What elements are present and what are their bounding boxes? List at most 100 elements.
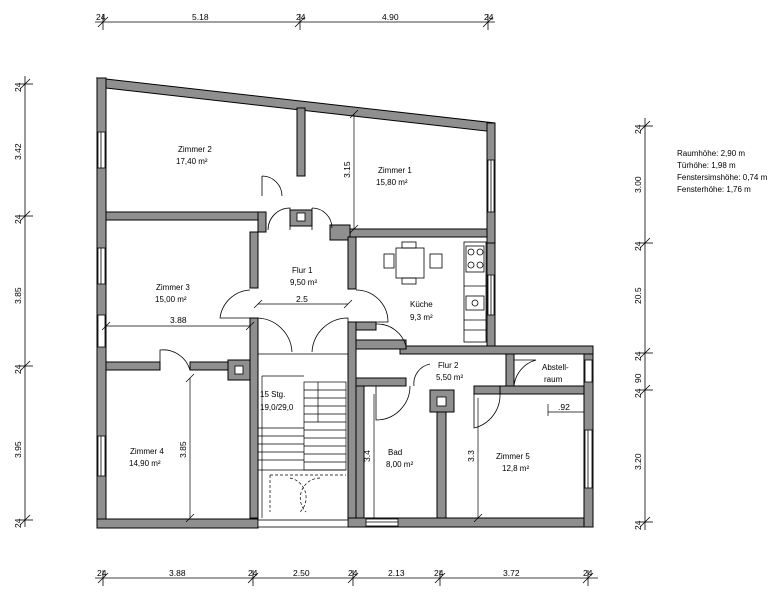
chair-right xyxy=(429,253,443,269)
dim-right-2: 3.00 xyxy=(633,176,643,193)
annex-top-wall xyxy=(399,345,594,355)
doors xyxy=(159,175,537,429)
wall-flur-right-lower xyxy=(347,321,357,519)
room-flur1-area: 9,50 m² xyxy=(290,278,317,287)
dim-bad-height: 3.4 xyxy=(362,450,372,462)
chair-left xyxy=(383,253,395,269)
window-bad xyxy=(365,518,399,527)
room-zimmer4-area: 14,90 m² xyxy=(129,459,161,468)
window-z5 xyxy=(584,429,593,489)
dining-table xyxy=(395,247,425,279)
info-room-height: Raumhöhe: 2,90 m xyxy=(677,149,745,158)
info-door-height: Türhöhe: 1,98 m xyxy=(677,161,736,170)
window-z3 xyxy=(97,247,106,285)
room-zimmer4-name: Zimmer 4 xyxy=(130,447,164,456)
info-sill-height: Fenstersimshöhe: 0,74 m xyxy=(677,173,768,182)
bottom-outer-wall-left xyxy=(96,518,259,529)
chair-bottom xyxy=(401,277,417,285)
room-labels: Zimmer 2 17,40 m² Zimmer 1 15,80 m² Zimm… xyxy=(129,145,569,473)
top-dimension-line: 24 5.18 24 4.90 24 xyxy=(95,12,495,30)
wall-flur-left xyxy=(249,231,259,289)
kitchen-furniture xyxy=(383,241,487,343)
room-bad-name: Bad xyxy=(388,448,402,457)
dim-bottom-7: 24 xyxy=(434,568,444,578)
dim-bottom-2: 3.88 xyxy=(169,568,186,578)
dim-right-3: 24 xyxy=(633,241,643,251)
dim-right-6: 90 xyxy=(633,373,643,383)
dim-z4-height: 3.85 xyxy=(178,441,188,458)
dim-left-5: 24 xyxy=(13,364,23,374)
wall-z3-z4 xyxy=(105,361,161,371)
dim-left-2: 3.42 xyxy=(13,143,23,160)
room-zimmer3-area: 15,00 m² xyxy=(155,295,187,304)
dim-z3-width: 3.88 xyxy=(170,315,187,325)
room-stairs-line1: 15 Stg. xyxy=(260,390,285,399)
window-abstell xyxy=(584,359,593,383)
dim-z5-height: 3.3 xyxy=(466,450,476,462)
dim-z1-height: 3.15 xyxy=(342,161,352,178)
room-flur1-name: Flur 1 xyxy=(292,266,313,275)
room-kueche-name: Küche xyxy=(410,300,433,309)
wall-abstell-left xyxy=(505,353,515,387)
dim-top-5: 24 xyxy=(484,12,494,22)
room-flur2-name: Flur 2 xyxy=(438,361,459,370)
room-abstell-line2: raum xyxy=(544,375,563,384)
staircase xyxy=(257,375,347,518)
dim-left-4: 3.85 xyxy=(13,287,23,304)
right-dimension-line: 24 3.00 24 20.5 24 90 24 3.20 24 xyxy=(633,118,653,530)
dim-left-7: 24 xyxy=(13,518,23,528)
wall-bad-left xyxy=(355,377,365,519)
wall-z3-z4-right xyxy=(189,361,229,371)
dim-right-8: 3.20 xyxy=(633,453,643,470)
info-window-height: Fensterhöhe: 1,76 m xyxy=(677,185,751,194)
room-zimmer2-name: Zimmer 2 xyxy=(178,145,212,154)
dim-bottom-9: 24 xyxy=(583,568,593,578)
dim-flur-width: 2.5 xyxy=(296,294,308,304)
wall-z2-z3 xyxy=(105,211,263,221)
dim-left-3: 24 xyxy=(13,214,23,224)
dim-bottom-8: 3.72 xyxy=(503,568,520,578)
room-bad-area: 8,00 m² xyxy=(386,460,413,469)
room-zimmer1-name: Zimmer 1 xyxy=(378,166,412,175)
window-z4 xyxy=(97,435,106,477)
dim-left-1: 24 xyxy=(13,82,23,92)
room-flur2-area: 5,50 m² xyxy=(436,373,463,382)
dim-left-6: 3.95 xyxy=(13,441,23,458)
dim-top-1: 24 xyxy=(96,12,106,22)
dim-right-5: 24 xyxy=(633,351,643,361)
wall-kitchen-bottom-stub xyxy=(355,321,377,331)
room-zimmer5-area: 12,8 m² xyxy=(502,464,529,473)
stove xyxy=(465,245,485,273)
window-z2 xyxy=(97,131,106,169)
dim-bottom-5: 24 xyxy=(348,568,358,578)
wall-z1-kitchen xyxy=(329,228,488,238)
dim-top-2: 5.18 xyxy=(192,12,209,22)
sink xyxy=(465,295,485,311)
dim-top-4: 4.90 xyxy=(382,12,399,22)
room-stairs-line2: 19,0/29,0 xyxy=(260,403,294,412)
wall-flur-right xyxy=(347,236,357,290)
dim-right-1: 24 xyxy=(633,124,643,134)
bottom-dimension-line: 24 3.88 24 2.50 24 2.13 24 3.72 24 xyxy=(95,568,598,586)
windows xyxy=(97,131,593,528)
wall-kitchen-bottom xyxy=(355,339,407,350)
chair-top xyxy=(401,241,417,249)
wall-z2-z1 xyxy=(296,107,306,177)
room-zimmer1-area: 15,80 m² xyxy=(376,178,408,187)
kitchen-counter xyxy=(463,241,487,343)
dim-bottom-1: 24 xyxy=(97,568,107,578)
room-zimmer3-name: Zimmer 3 xyxy=(156,283,190,292)
wall-z2-flur-stub xyxy=(257,211,267,233)
inner-dimensions xyxy=(101,109,584,523)
dim-right-7: 24 xyxy=(633,388,643,398)
info-block: Raumhöhe: 2,90 m Türhöhe: 1,98 m Fenster… xyxy=(677,149,768,194)
left-dimension-line: 24 3.42 24 3.85 24 3.95 24 xyxy=(13,76,33,528)
dim-right-9: 24 xyxy=(633,520,643,530)
wall-flur-left-lower xyxy=(249,317,259,519)
room-zimmer2-area: 17,40 m² xyxy=(176,157,208,166)
dim-right-4: 20.5 xyxy=(633,287,643,304)
room-kueche-area: 9,3 m² xyxy=(410,313,433,322)
dim-bottom-3: 24 xyxy=(248,568,258,578)
wall-abstell-bottom xyxy=(499,385,585,395)
